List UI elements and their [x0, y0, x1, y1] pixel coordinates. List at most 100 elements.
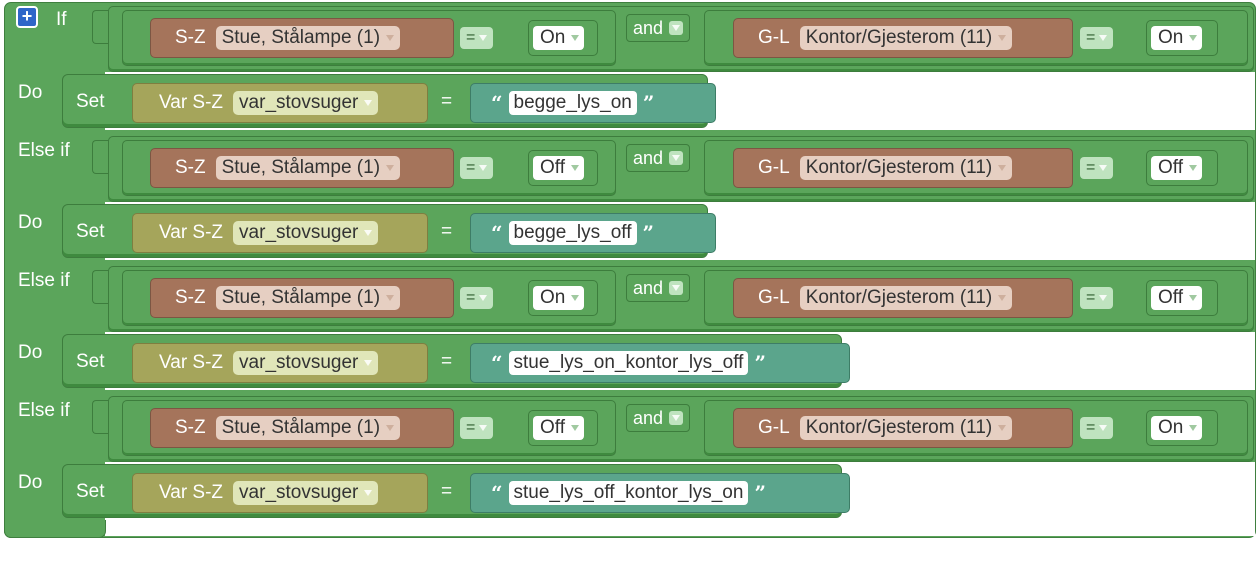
device-dropdown[interactable]: Stue, Stålampe (1) — [215, 156, 401, 180]
dropdown-arrow-icon[interactable] — [364, 230, 373, 236]
dropdown-arrow-icon[interactable] — [364, 100, 373, 106]
device-dropdown[interactable]: Kontor/Gjesterom (11) — [799, 26, 1013, 50]
dropdown-arrow-icon[interactable] — [672, 415, 681, 421]
plus-icon[interactable]: + — [16, 6, 38, 28]
dropdown-arrow-icon[interactable] — [998, 165, 1007, 171]
value-block-left[interactable]: Off — [528, 150, 598, 186]
value-block-right[interactable]: Off — [1146, 280, 1218, 316]
and-dropdown-button[interactable] — [669, 411, 684, 425]
and-operator-dropdown[interactable]: and — [626, 404, 691, 432]
value-dropdown[interactable]: On — [1151, 26, 1203, 50]
variable-dropdown[interactable]: var_stovsuger — [233, 351, 379, 375]
dropdown-arrow-icon[interactable] — [998, 295, 1007, 301]
dropdown-arrow-icon[interactable] — [1099, 165, 1108, 171]
device-dropdown[interactable]: Stue, Stålampe (1) — [215, 416, 401, 440]
value-dropdown[interactable]: On — [1151, 416, 1203, 440]
dropdown-arrow-icon[interactable] — [672, 285, 681, 291]
and-operator-dropdown[interactable]: and — [626, 274, 691, 302]
value-block-right[interactable]: Off — [1146, 150, 1218, 186]
string-literal-block[interactable]: “stue_lys_off_kontor_lys_on” — [470, 473, 850, 513]
string-literal-block[interactable]: “begge_lys_off” — [470, 213, 716, 253]
device-dropdown[interactable]: Stue, Stålampe (1) — [215, 286, 401, 310]
string-value-field[interactable]: stue_lys_off_kontor_lys_on — [508, 481, 749, 505]
device-dropdown[interactable]: Kontor/Gjesterom (11) — [799, 156, 1013, 180]
dropdown-arrow-icon[interactable] — [672, 155, 681, 161]
string-value-field[interactable]: begge_lys_off — [508, 221, 637, 245]
operator-dropdown[interactable]: = — [460, 157, 494, 179]
dropdown-arrow-icon[interactable] — [672, 25, 681, 31]
operator-dropdown[interactable]: = — [1080, 27, 1114, 49]
dropdown-arrow-icon[interactable] — [479, 425, 488, 431]
value-block-right[interactable]: On — [1146, 20, 1218, 56]
device-dropdown[interactable]: Kontor/Gjesterom (11) — [799, 416, 1013, 440]
value-dropdown[interactable]: Off — [1151, 286, 1202, 310]
and-dropdown-button[interactable] — [669, 151, 684, 165]
value-dropdown[interactable]: Off — [533, 416, 584, 440]
operator-dropdown[interactable]: = — [1080, 287, 1114, 309]
dropdown-arrow-icon[interactable] — [1099, 35, 1108, 41]
dropdown-arrow-icon[interactable] — [386, 35, 395, 41]
dropdown-arrow-icon[interactable] — [364, 360, 373, 366]
value-dropdown[interactable]: On — [533, 26, 585, 50]
operator-dropdown[interactable]: = — [460, 417, 494, 439]
and-operator-dropdown[interactable]: and — [626, 14, 691, 42]
dropdown-arrow-icon[interactable] — [998, 425, 1007, 431]
value-dropdown[interactable]: Off — [533, 156, 584, 180]
dropdown-arrow-icon[interactable] — [479, 165, 488, 171]
device-dropdown[interactable]: Kontor/Gjesterom (11) — [799, 286, 1013, 310]
string-literal-block[interactable]: “stue_lys_on_kontor_lys_off” — [470, 343, 850, 383]
dropdown-arrow-icon[interactable] — [386, 295, 395, 301]
dropdown-arrow-icon[interactable] — [571, 295, 580, 301]
variable-dropdown[interactable]: var_stovsuger — [233, 481, 379, 505]
value-dropdown[interactable]: Off — [1151, 156, 1202, 180]
dropdown-arrow-icon[interactable] — [386, 165, 395, 171]
value-block-left[interactable]: Off — [528, 410, 598, 446]
and-dropdown-button[interactable] — [669, 281, 684, 295]
dropdown-arrow-icon[interactable] — [386, 425, 395, 431]
dropdown-arrow-icon[interactable] — [1189, 165, 1197, 171]
condition-input-tab — [92, 10, 110, 44]
operator-dropdown[interactable]: = — [460, 27, 494, 49]
value-block-left[interactable]: On — [528, 20, 598, 56]
string-value-field[interactable]: begge_lys_on — [508, 91, 637, 115]
value-block-right[interactable]: On — [1146, 410, 1218, 446]
device-dropdown[interactable]: Stue, Stålampe (1) — [215, 26, 401, 50]
value-dropdown[interactable]: On — [533, 286, 585, 310]
operator-dropdown[interactable]: = — [1080, 157, 1114, 179]
dropdown-arrow-icon[interactable] — [1189, 295, 1197, 301]
operator-dropdown[interactable]: = — [460, 287, 494, 309]
dropdown-arrow-icon[interactable] — [479, 295, 488, 301]
dropdown-arrow-icon[interactable] — [1189, 35, 1198, 41]
variable-dropdown[interactable]: var_stovsuger — [233, 91, 379, 115]
dropdown-arrow-icon[interactable] — [571, 425, 579, 431]
and-dropdown-button[interactable] — [669, 21, 684, 35]
operator-dropdown[interactable]: = — [1080, 417, 1114, 439]
dropdown-arrow-icon[interactable] — [571, 35, 580, 41]
string-literal-block[interactable]: “begge_lys_on” — [470, 83, 716, 123]
dropdown-arrow-icon[interactable] — [364, 490, 373, 496]
variable-name: var_stovsuger — [239, 92, 359, 113]
and-operator-dropdown[interactable]: and — [626, 144, 691, 172]
dropdown-arrow-icon[interactable] — [1099, 425, 1108, 431]
string-value-field[interactable]: stue_lys_on_kontor_lys_off — [508, 351, 749, 375]
dropdown-arrow-icon[interactable] — [1189, 425, 1198, 431]
dropdown-arrow-icon[interactable] — [998, 35, 1007, 41]
dropdown-arrow-icon[interactable] — [1099, 295, 1108, 301]
value-block-left[interactable]: On — [528, 280, 598, 316]
dropdown-arrow-icon[interactable] — [571, 165, 579, 171]
dropdown-arrow-icon[interactable] — [479, 35, 488, 41]
variable-dropdown[interactable]: var_stovsuger — [233, 221, 379, 245]
condition-input-tab — [92, 270, 110, 304]
